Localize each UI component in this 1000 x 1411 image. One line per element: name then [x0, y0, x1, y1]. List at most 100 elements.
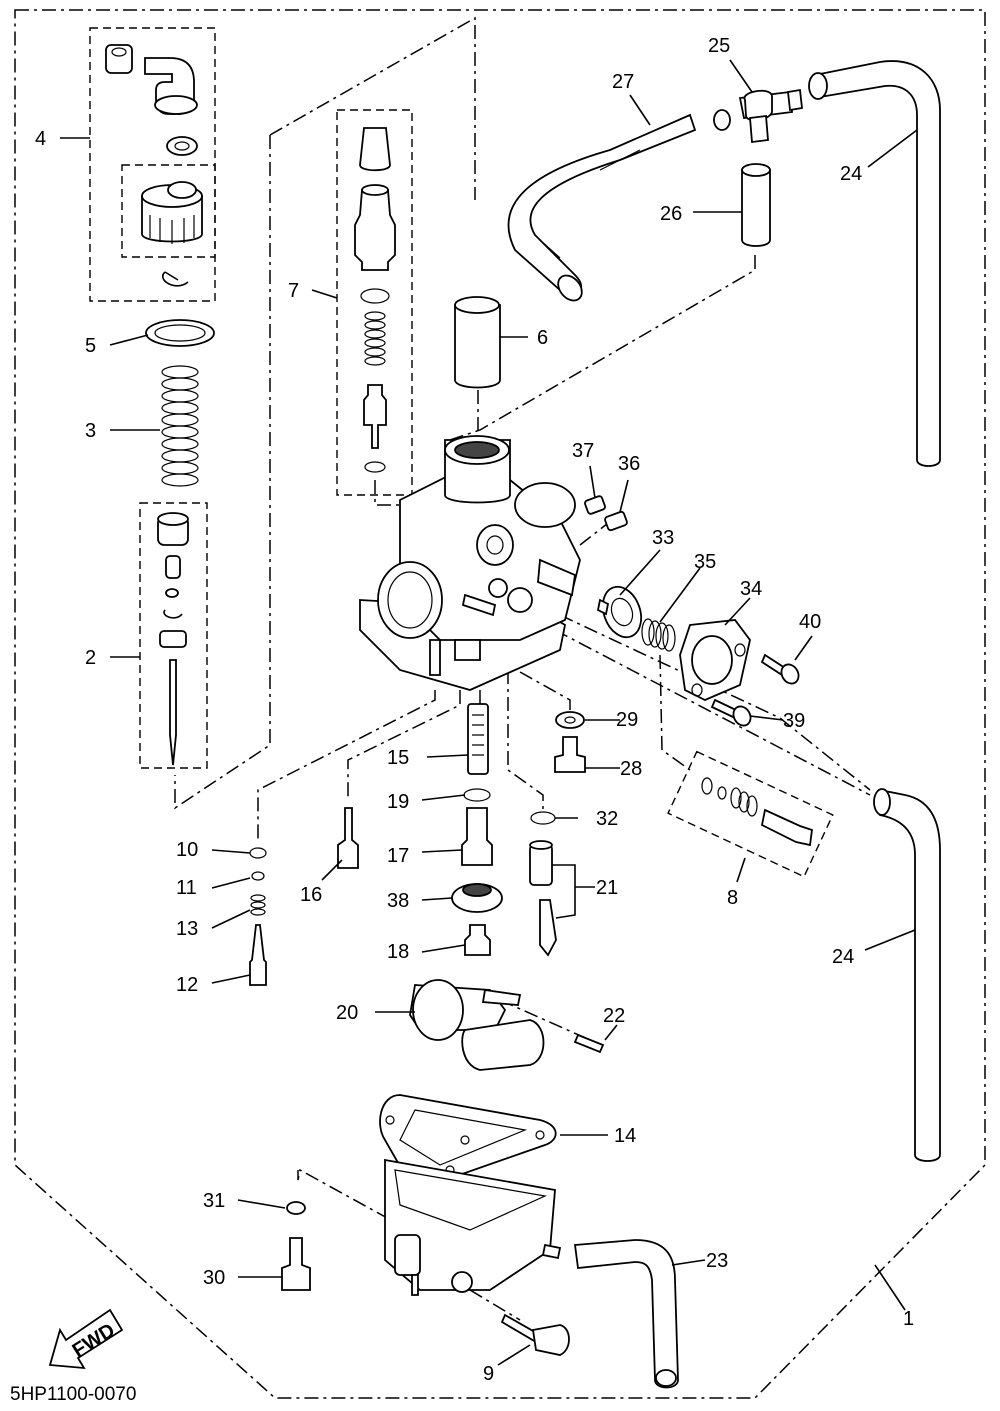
callout-17: 17	[387, 845, 409, 867]
callout-32: 32	[596, 808, 618, 830]
bolt-28-part	[554, 736, 586, 773]
centerline-7	[374, 480, 410, 506]
callout-23: 23	[706, 1250, 728, 1272]
centerline-8	[659, 654, 691, 771]
callout-36: 36	[618, 453, 640, 475]
washer-part	[166, 136, 198, 156]
leader-lines	[60, 59, 918, 1366]
callout-31: 31	[203, 1190, 225, 1212]
main-jet-18-part	[464, 924, 491, 956]
centerline-22	[499, 999, 591, 1041]
starter-plunger-part	[363, 384, 387, 449]
centerline-bottom-left	[257, 690, 436, 840]
callout-14: 14	[614, 1125, 636, 1147]
group-4-inner-box	[121, 164, 216, 258]
bolt-30-part	[281, 1237, 311, 1291]
callout-27: 27	[612, 71, 634, 93]
t-joint-25-part	[713, 88, 803, 144]
emulsion-tube-15-part	[467, 703, 489, 775]
diaphragm-33-part	[601, 585, 643, 639]
o-ring-10-part	[249, 847, 267, 859]
callout-24-lower: 24	[832, 946, 854, 968]
fwd-arrow-icon	[48, 1308, 124, 1370]
callout-4: 4	[35, 128, 46, 150]
o-ring-32-part	[530, 811, 556, 825]
callout-38: 38	[387, 890, 409, 912]
float-bowl-part	[384, 1158, 562, 1296]
needle-valve-21-part	[539, 899, 557, 957]
centerline-left	[174, 135, 271, 810]
float-pin-22-part	[573, 1033, 605, 1054]
callout-8: 8	[727, 887, 738, 909]
o-ring-19-part	[463, 788, 491, 802]
callout-7: 7	[288, 280, 299, 302]
callout-13: 13	[176, 918, 198, 940]
spring-13-part	[250, 894, 266, 916]
callout-6: 6	[537, 327, 548, 349]
o-ring-7-part	[360, 288, 390, 304]
washer-11-part	[251, 871, 265, 881]
washer-29-part	[555, 711, 585, 729]
hose-24-upper-part	[813, 60, 941, 467]
callout-40: 40	[799, 611, 821, 633]
screw-37-part	[584, 495, 606, 515]
boot-part	[359, 127, 391, 172]
drawing-code: 5HP1100-0070	[10, 1384, 136, 1405]
callout-29: 29	[616, 709, 638, 731]
centerline-16	[347, 690, 461, 800]
callout-18: 18	[387, 941, 409, 963]
washer-31-part	[286, 1201, 306, 1215]
centerline-29	[519, 671, 571, 710]
callout-37: 37	[572, 440, 594, 462]
callout-11: 11	[176, 877, 197, 899]
spring-8-part	[730, 787, 758, 817]
spring-3-part	[161, 365, 199, 487]
pilot-jet-16-part	[337, 807, 359, 869]
callout-16: 16	[300, 884, 322, 906]
callout-19: 19	[387, 791, 409, 813]
group-2-box	[139, 502, 208, 769]
callout-39: 39	[783, 710, 805, 732]
group-7-box	[336, 109, 413, 496]
callout-2: 2	[85, 647, 96, 669]
hose-26-part	[741, 169, 771, 247]
callout-26: 26	[660, 203, 682, 225]
callout-9: 9	[483, 1363, 494, 1385]
callout-33: 33	[652, 527, 674, 549]
washer-5-part	[145, 319, 215, 347]
spring-7-part	[364, 311, 386, 366]
callout-5: 5	[85, 335, 96, 357]
hose-23-part	[573, 1239, 679, 1389]
cable-adjuster-part	[354, 189, 396, 271]
carburetor-body-part	[359, 435, 581, 691]
centerline-9	[469, 1289, 521, 1321]
pilot-screw-part	[760, 808, 813, 847]
callout-1: 1	[903, 1308, 914, 1330]
callout-25: 25	[708, 35, 730, 57]
callout-30: 30	[203, 1267, 225, 1289]
callout-24-upper: 24	[840, 163, 862, 185]
callout-22: 22	[603, 1005, 625, 1027]
callout-3: 3	[85, 420, 96, 442]
callout-10: 10	[176, 839, 198, 861]
centerline-slide	[269, 16, 476, 200]
callout-34: 34	[740, 578, 762, 600]
hose-24-lower-part	[879, 788, 941, 1162]
callout-20: 20	[336, 1002, 358, 1024]
screw-36-part	[604, 510, 628, 532]
group-8-box	[667, 750, 834, 878]
throttle-slide-part	[454, 304, 501, 389]
circlip-part	[162, 271, 189, 287]
throttle-stop-screw-12-part	[249, 924, 267, 986]
cap-part	[141, 195, 203, 243]
callout-21: 21	[596, 877, 618, 899]
float-20-part	[409, 979, 545, 1071]
callout-28: 28	[620, 758, 642, 780]
centerline-32	[507, 670, 544, 810]
callout-15: 15	[387, 747, 409, 769]
callout-35: 35	[694, 551, 716, 573]
jet-needle-part	[169, 659, 177, 766]
spring-35-part	[641, 618, 676, 652]
callout-12: 12	[176, 974, 198, 996]
